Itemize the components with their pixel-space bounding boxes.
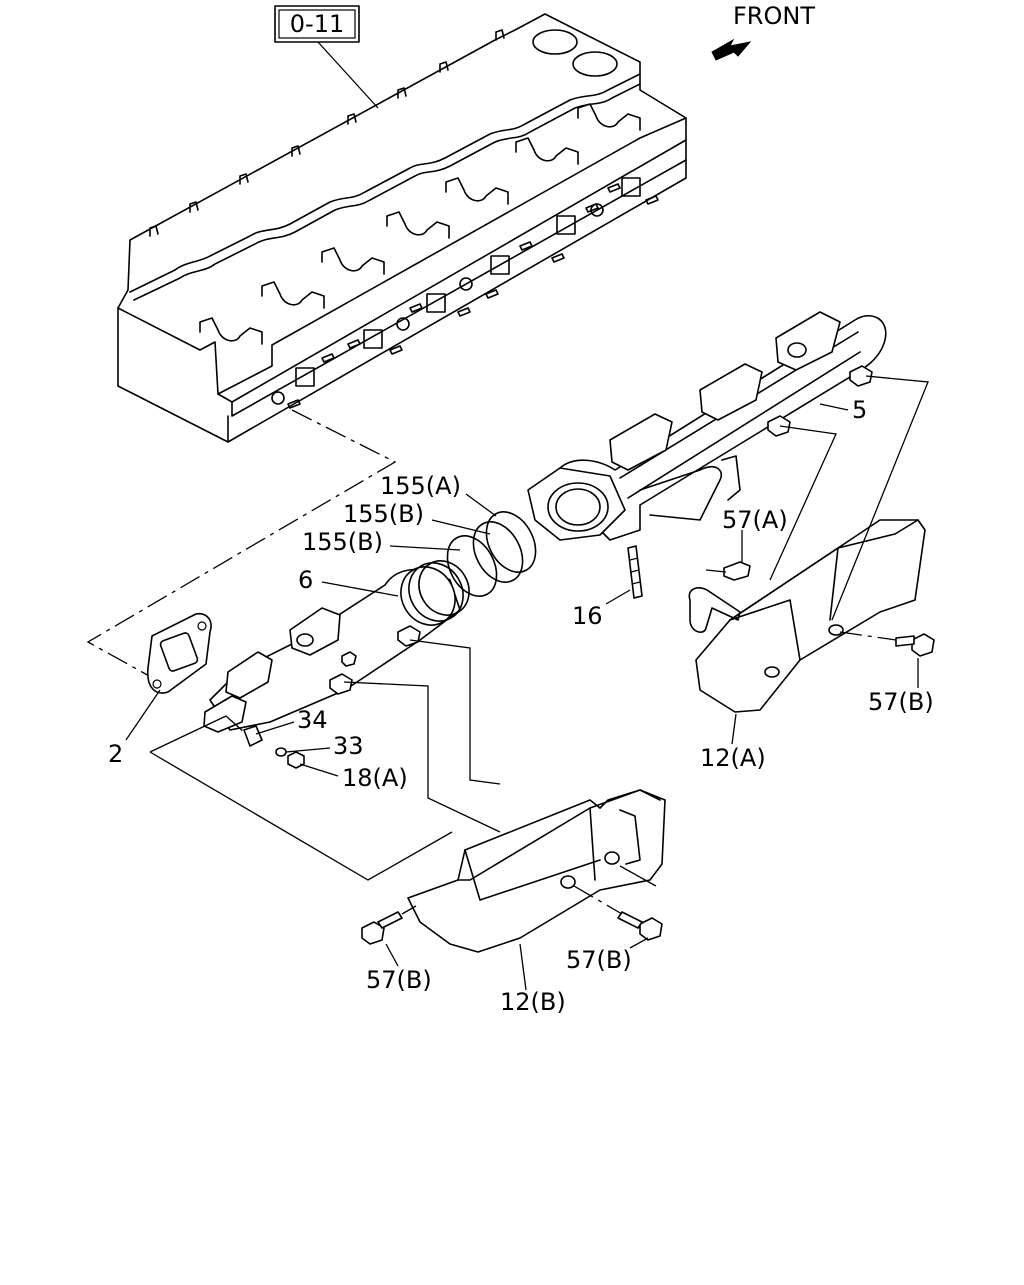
- label-57b-mid: 57(B): [566, 946, 632, 974]
- bolt-57b-mid[interactable]: [573, 885, 663, 941]
- exhaust-manifold-front[interactable]: [203, 552, 479, 733]
- label-155a: 155(A): [380, 472, 461, 500]
- reference-box-label: 0-11: [290, 10, 344, 38]
- label-16: 16: [572, 602, 603, 630]
- stud-16[interactable]: [627, 545, 643, 599]
- label-33: 33: [333, 732, 364, 760]
- label-18a: 18(A): [342, 764, 408, 792]
- heat-shield-12b[interactable]: [407, 789, 666, 953]
- label-12b: 12(B): [500, 988, 566, 1016]
- reference-leader: [317, 41, 379, 109]
- label-34: 34: [297, 706, 328, 734]
- label-155b-1: 155(B): [343, 500, 424, 528]
- label-12a: 12(A): [700, 744, 766, 772]
- bolt-57a[interactable]: [705, 561, 751, 581]
- label-6: 6: [298, 566, 313, 594]
- label-57a: 57(A): [722, 506, 788, 534]
- gasket-2[interactable]: [146, 612, 212, 694]
- front-label: FRONT: [733, 2, 815, 30]
- label-5: 5: [852, 396, 867, 424]
- label-155b-2: 155(B): [302, 528, 383, 556]
- front-arrow-icon: [711, 38, 752, 61]
- callouts: 5 155(A) 155(B) 155(B) 6 57(A) 16 57(B) …: [108, 396, 934, 1016]
- cylinder-head: [117, 13, 687, 443]
- heat-shield-12a[interactable]: [688, 519, 926, 713]
- label-57b-right: 57(B): [868, 688, 934, 716]
- bolt-57b-right[interactable]: [839, 631, 935, 657]
- alignment-line: [86, 409, 397, 683]
- label-57b-left: 57(B): [366, 966, 432, 994]
- exhaust-manifold-rear[interactable]: [527, 311, 887, 541]
- seal-rings[interactable]: [438, 503, 546, 604]
- label-2: 2: [108, 740, 123, 768]
- bolt-57b-left[interactable]: [361, 905, 417, 945]
- reference-box[interactable]: 0-11: [274, 5, 360, 43]
- assembly-lines: [149, 375, 929, 887]
